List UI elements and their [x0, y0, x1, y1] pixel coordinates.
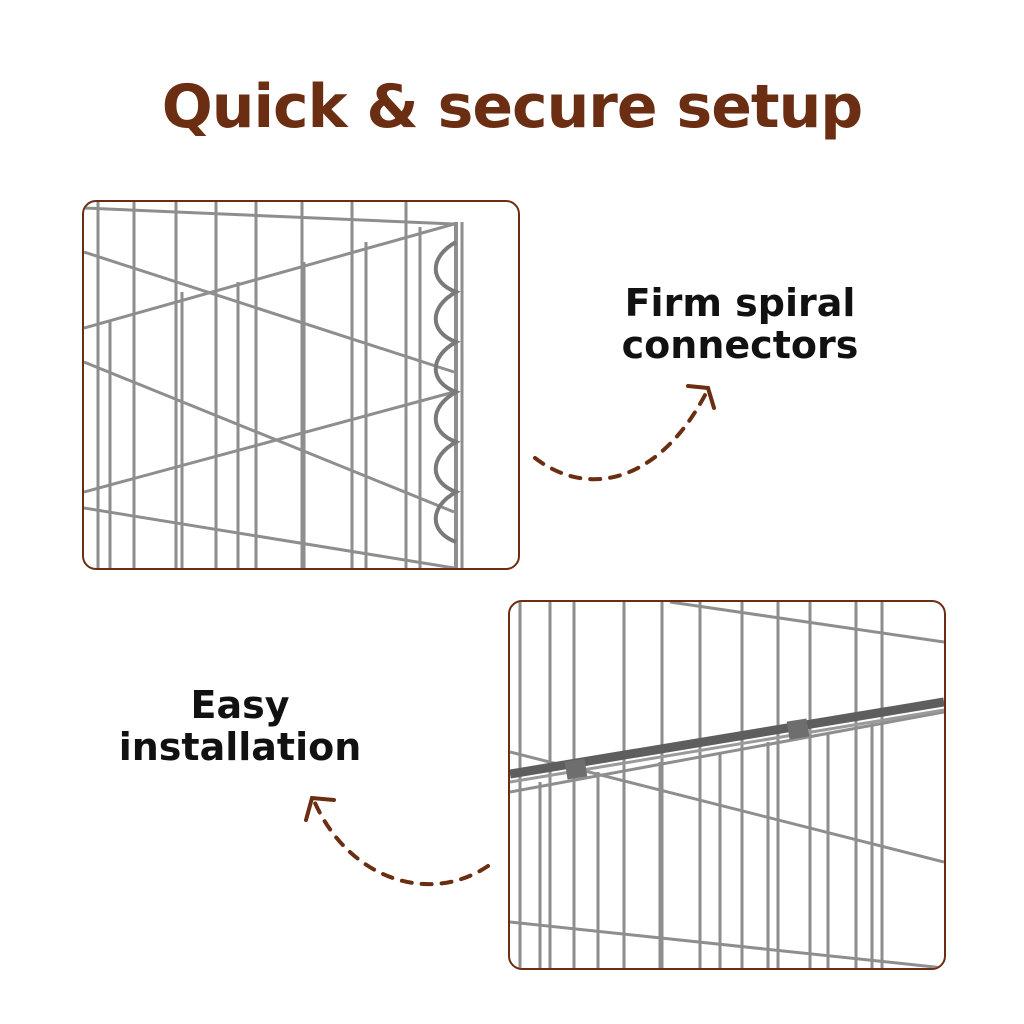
caption-line: connectors — [621, 323, 859, 367]
wire-mesh-clip-image — [510, 602, 944, 968]
spiral-connectors-caption: Firm spiral connectors — [580, 282, 900, 366]
page-title: Quick & secure setup — [161, 72, 863, 142]
caption-line: installation — [118, 725, 362, 769]
installation-photo — [508, 600, 946, 970]
spiral-connector-photo — [82, 200, 520, 570]
easy-installation-caption: Easy installation — [90, 684, 390, 768]
caption-line: Easy — [190, 683, 290, 727]
caption-line: Firm spiral — [624, 281, 856, 325]
wire-mesh-spiral-image — [84, 202, 464, 568]
